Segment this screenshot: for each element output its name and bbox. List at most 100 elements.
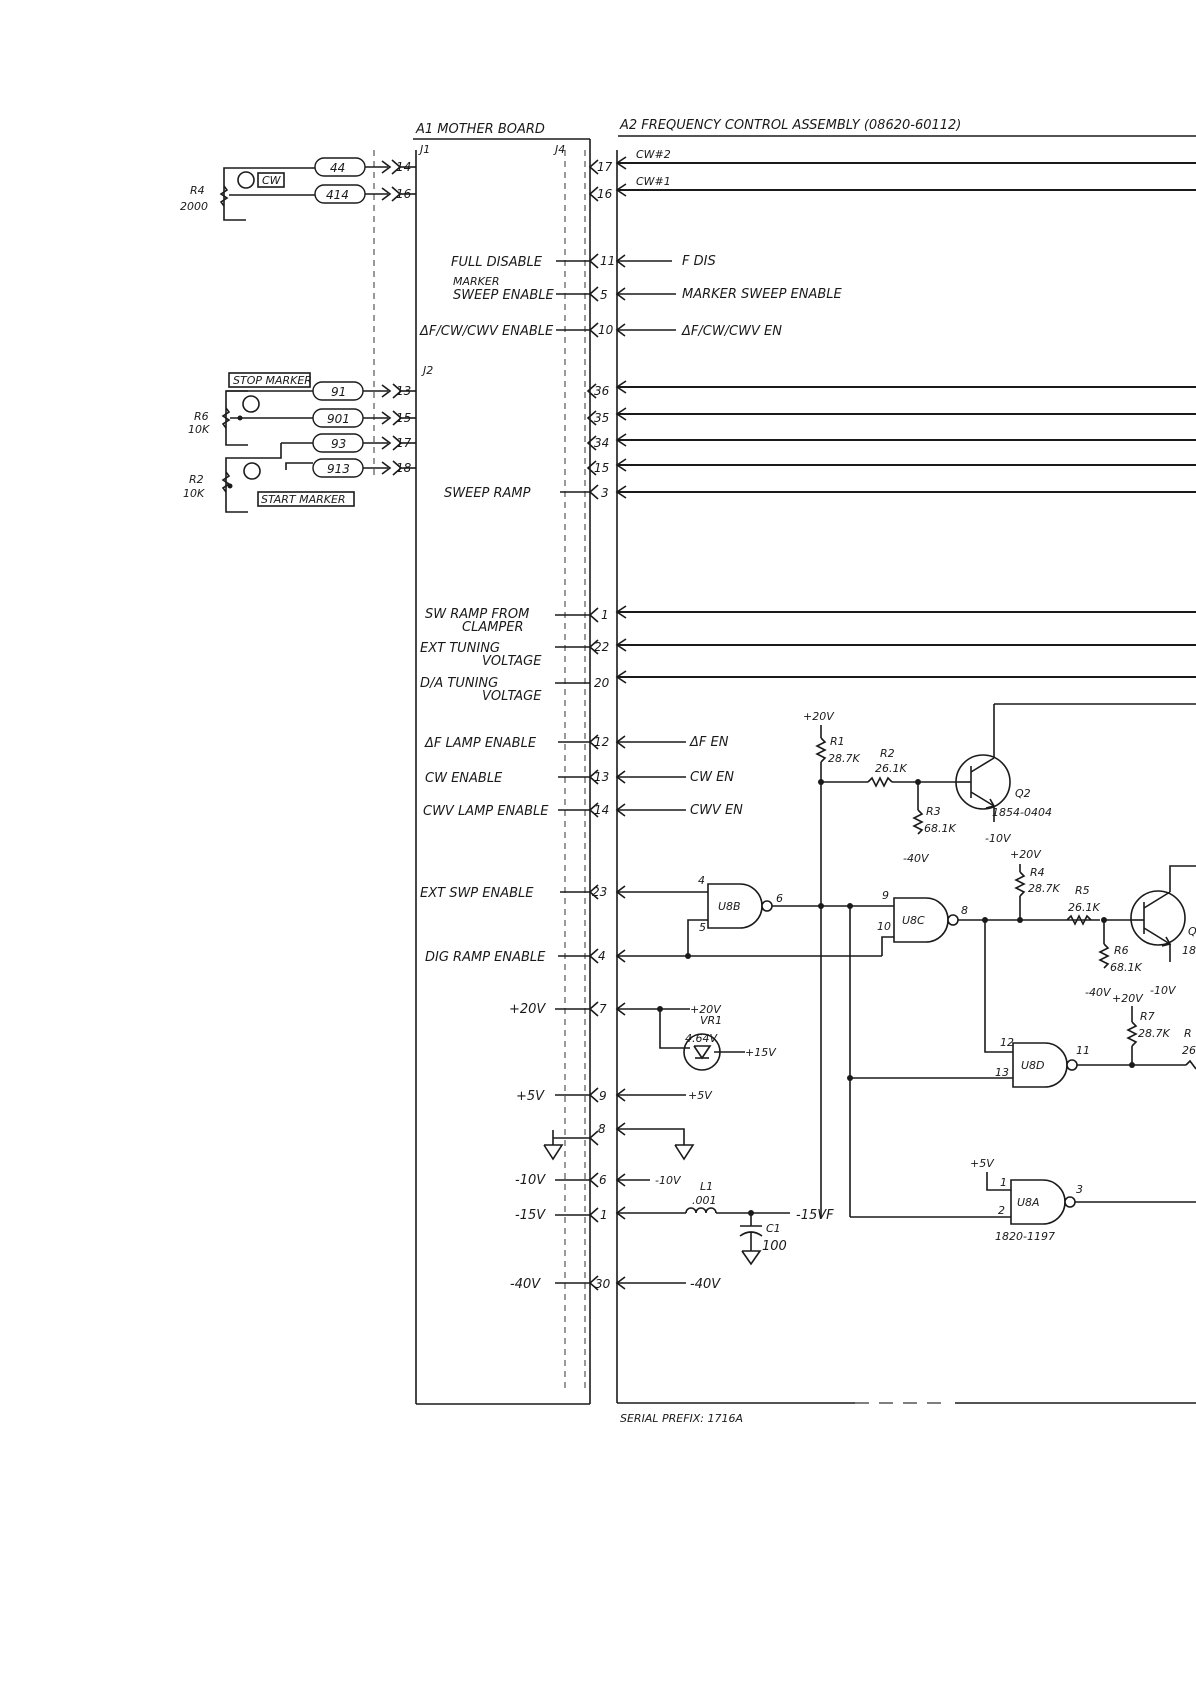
ext-swp-label: EXT SWP ENABLE xyxy=(420,886,534,901)
m10-net: -10V xyxy=(655,1174,682,1187)
r4-pot xyxy=(219,167,315,221)
m40-net: -40V xyxy=(690,1277,721,1292)
cwv-lamp-pin: 14 xyxy=(594,803,609,817)
wire-913-label: 913 xyxy=(327,462,350,476)
u8c-pin-8: 8 xyxy=(961,904,968,917)
ext-tuning-label-2: VOLTAGE xyxy=(482,654,542,669)
r6-q3-supply: -40V xyxy=(1085,986,1112,999)
dig-ramp-pin: 4 xyxy=(598,949,606,963)
u8a-label: U8A xyxy=(1017,1196,1040,1209)
u8a-supply: +5V xyxy=(970,1157,995,1170)
pin-17-right: 17 xyxy=(597,160,613,174)
m15-label: -15V xyxy=(515,1208,546,1223)
mother-board-right-pin-label: J4 xyxy=(553,143,565,156)
r6-ref: R6 xyxy=(194,410,209,423)
power-20v-line xyxy=(555,1001,745,1071)
marker-right-pin-35: 35 xyxy=(594,411,609,425)
vr1-net: +15V xyxy=(745,1046,777,1059)
u8b-pin-5: 5 xyxy=(699,921,706,934)
r4-q3-value: 28.7K xyxy=(1028,882,1060,895)
frequency-control-title: A2 FREQUENCY CONTROL ASSEMBLY (08620-601… xyxy=(619,118,961,133)
wire-93-label: 93 xyxy=(331,437,346,451)
start-marker-label: START MARKER xyxy=(261,493,346,506)
ground-pin: 8 xyxy=(598,1122,606,1136)
wire-44-label: 44 xyxy=(330,161,345,175)
df-lamp-pin: 12 xyxy=(594,735,609,749)
marker-right-pin-36: 36 xyxy=(594,384,610,398)
q2-ref: Q2 xyxy=(1015,787,1031,800)
power-5v-line xyxy=(555,1087,686,1103)
df-cw-cwv-net: ΔF/CW/CWV EN xyxy=(681,324,782,339)
full-disable-net: F DIS xyxy=(682,254,716,269)
r7-value: 28.7K xyxy=(1138,1027,1170,1040)
marker-label-line1: MARKER xyxy=(453,275,499,288)
u8d-label: U8D xyxy=(1021,1059,1045,1072)
marker-left-pin-13: 13 xyxy=(396,384,411,398)
r8-value: 26 xyxy=(1182,1044,1196,1057)
m40-label: -40V xyxy=(510,1277,541,1292)
j2-label: J2 xyxy=(421,364,433,377)
ext-swp-pin: 23 xyxy=(592,885,607,899)
supply-20v-r1: +20V xyxy=(803,710,835,723)
full-disable-label: FULL DISABLE xyxy=(451,255,543,270)
r2-pot xyxy=(221,442,313,513)
m15-pin: 1 xyxy=(600,1208,608,1222)
m10-label: -10V xyxy=(515,1173,546,1188)
u8d-pin-12: 12 xyxy=(1000,1036,1014,1049)
r6-q3-ref: R6 xyxy=(1114,944,1129,957)
r2-q2-ref: R2 xyxy=(880,747,895,760)
u8b-gate xyxy=(707,883,894,929)
q3-emitter-supply: -10V xyxy=(1150,984,1177,997)
p5-net: +5V xyxy=(688,1089,713,1102)
r4-value: 2000 xyxy=(180,200,208,213)
cw-enable-net: CW EN xyxy=(690,770,734,785)
stop-marker-label: STOP MARKER xyxy=(233,374,312,387)
marker-label-line2: SWEEP ENABLE xyxy=(453,288,554,303)
sw-ramp-label-2: CLAMPER xyxy=(462,620,524,635)
u8a-pin-2: 2 xyxy=(998,1204,1005,1217)
marker-left-pin-18: 18 xyxy=(396,461,412,475)
q2-emitter-supply: -10V xyxy=(985,832,1012,845)
ext-tuning-pin: 22 xyxy=(594,640,609,654)
p5-pin: 9 xyxy=(599,1089,607,1103)
cwv-lamp-label: CWV LAMP ENABLE xyxy=(423,804,549,819)
p20-label: +20V xyxy=(509,1002,546,1017)
u8d-pin-11: 11 xyxy=(1076,1044,1090,1057)
r2-value: 10K xyxy=(183,487,205,500)
m10-pin: 6 xyxy=(599,1173,607,1187)
r3-value: 68.1K xyxy=(924,822,956,835)
cw2-label: CW#2 xyxy=(636,148,671,161)
pin-16-left: 16 xyxy=(396,187,412,201)
sweep-ramp-pin: 3 xyxy=(601,486,609,500)
cw-lines xyxy=(588,156,1196,202)
p5-label: +5V xyxy=(516,1089,545,1104)
dig-ramp-label: DIG RAMP ENABLE xyxy=(425,950,546,965)
r5-ref: R5 xyxy=(1075,884,1090,897)
r4-q3-ref: R4 xyxy=(1030,866,1045,879)
q3-transistor xyxy=(1130,865,1196,962)
m15-net: -15VF xyxy=(796,1208,834,1223)
r4-supply: +20V xyxy=(1010,848,1042,861)
r1-value: 28.7K xyxy=(828,752,860,765)
start-marker-box xyxy=(257,491,355,507)
cw-switch-label: CW xyxy=(262,174,282,187)
u8d-gate xyxy=(1012,1042,1196,1088)
q3-part: 18 xyxy=(1182,944,1196,957)
vr1-ref: VR1 xyxy=(700,1014,722,1027)
ext-swp-line xyxy=(560,884,708,900)
pin-14-left: 14 xyxy=(396,160,411,174)
r2-q2-value: 26.1K xyxy=(875,762,907,775)
r4-resistor-q3 xyxy=(1014,864,1026,920)
u8c-label: U8C xyxy=(902,914,925,927)
cw-enable-label: CW ENABLE xyxy=(425,771,503,786)
marker-left-pin-15: 15 xyxy=(396,411,411,425)
q3-ref: Q xyxy=(1188,925,1196,938)
u8b-pin-4: 4 xyxy=(698,874,705,887)
u8c-pin-10: 10 xyxy=(877,920,891,933)
full-disable-pin: 11 xyxy=(600,254,615,268)
u8a-part: 1820-1197 xyxy=(995,1230,1055,1243)
power-m40-line xyxy=(555,1275,686,1291)
r3-supply: -40V xyxy=(903,852,930,865)
sw-ramp-pin: 1 xyxy=(601,608,609,622)
